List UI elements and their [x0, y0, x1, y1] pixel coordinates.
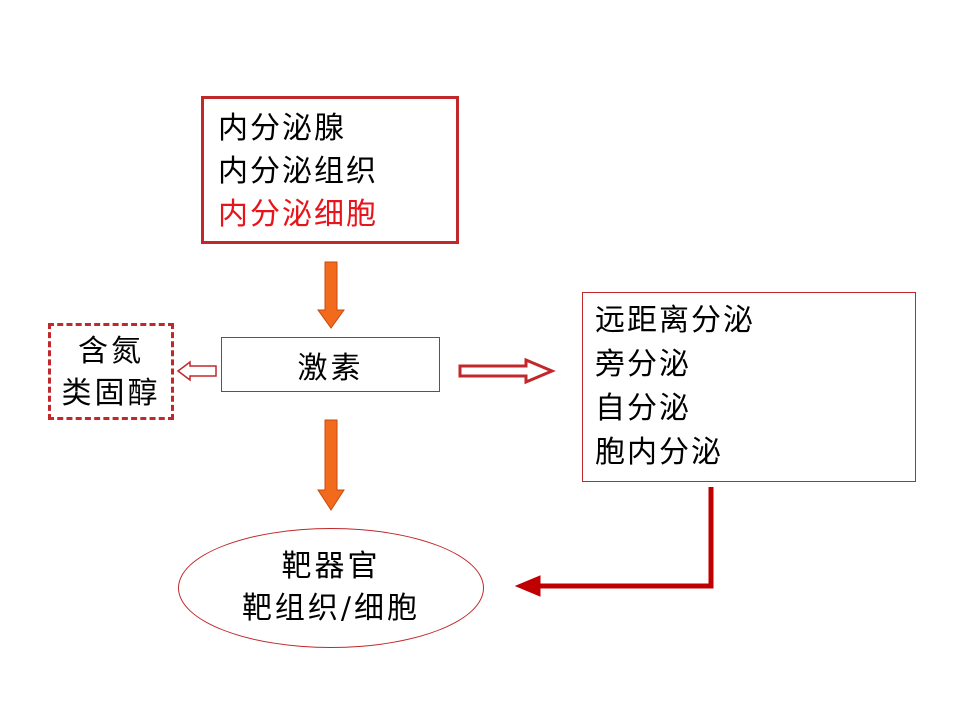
mode-line-intracrine: 胞内分泌: [595, 435, 723, 470]
arrow-modes-to-target-head: [514, 575, 541, 597]
hormone-label: 激素: [297, 350, 364, 386]
hormone-class-box: 含氮 类固醇: [48, 323, 174, 420]
mode-line-telecrine: 远距离分泌: [595, 303, 755, 338]
class-line-nitrogenous: 含氮: [78, 334, 144, 369]
endocrine-source-box: 内分泌腺 内分泌组织 内分泌细胞: [201, 96, 459, 244]
source-line-tissue: 内分泌组织: [218, 154, 378, 189]
source-line-gland: 内分泌腺: [218, 111, 346, 146]
target-line-organ: 靶器官: [281, 549, 381, 584]
arrow-hormone-to-modes: [458, 357, 556, 385]
arrow-hormone-to-target: [317, 419, 345, 511]
target-line-tissue-cell: 靶组织/细胞: [241, 591, 421, 626]
arrow-source-to-hormone: [317, 261, 345, 329]
hormone-box: 激素: [221, 337, 440, 392]
target-ellipse: 靶器官 靶组织/细胞: [178, 528, 484, 648]
mode-line-autocrine: 自分泌: [595, 391, 691, 426]
mode-line-paracrine: 旁分泌: [595, 347, 691, 382]
source-line-cell: 内分泌细胞: [218, 197, 378, 232]
class-line-steroid: 类固醇: [61, 376, 161, 411]
arrow-hormone-to-classes: [176, 360, 217, 382]
arrow-modes-to-target-line: [536, 487, 714, 589]
secretion-mode-box: 远距离分泌 旁分泌 自分泌 胞内分泌: [582, 292, 916, 482]
